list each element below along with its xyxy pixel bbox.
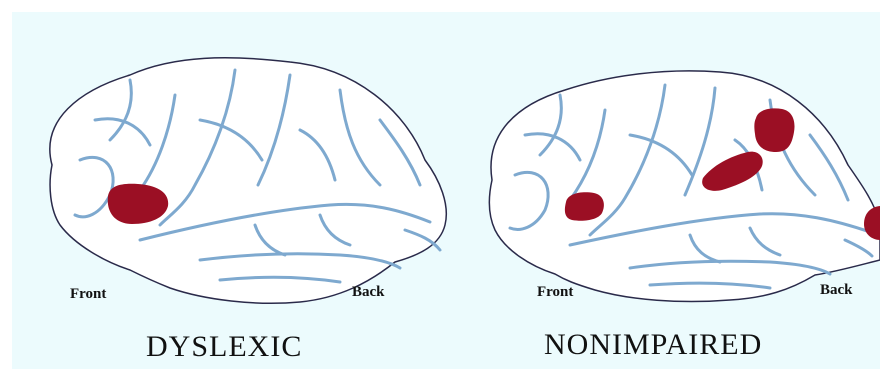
- caption-dyslexic: DYSLEXIC: [146, 330, 302, 364]
- activation-region-frontal: [565, 192, 604, 220]
- front-label-nonimpaired: Front: [537, 284, 573, 301]
- front-label-dyslexic: Front: [70, 286, 106, 303]
- caption-nonimpaired: NONIMPAIRED: [544, 328, 762, 362]
- brain-nonimpaired: [489, 71, 880, 302]
- activation-region-parietal: [754, 108, 794, 152]
- back-label-nonimpaired: Back: [820, 282, 853, 299]
- brain-dyslexic: [50, 58, 446, 303]
- brain-outline-dyslexic: [50, 58, 446, 303]
- back-label-dyslexic: Back: [352, 284, 385, 301]
